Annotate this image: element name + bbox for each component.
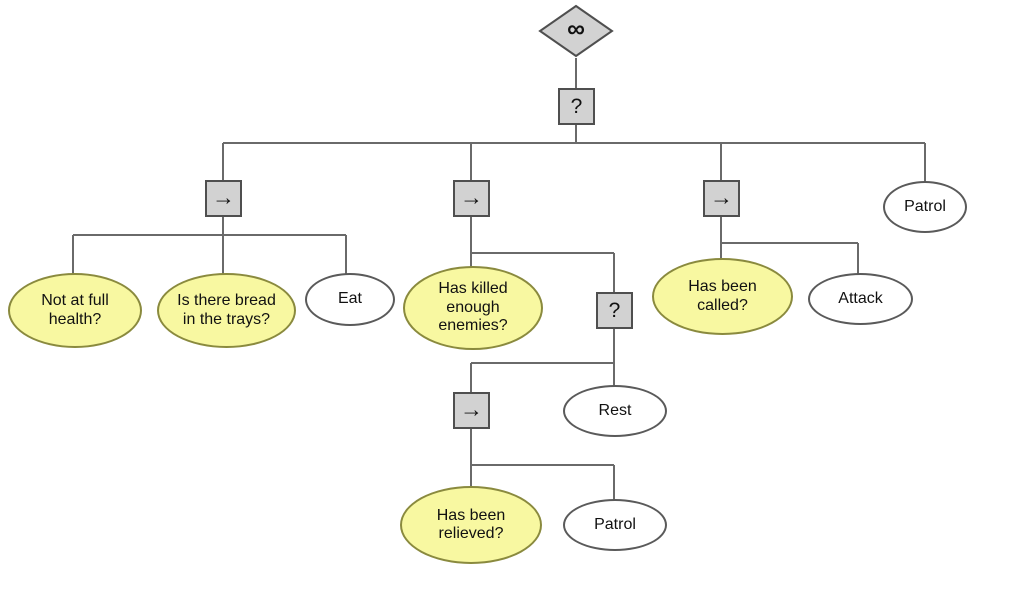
condition-not-at-full-health: Not at full health? [8,273,142,348]
selector-root-node: ? [558,88,595,125]
condition-has-been-called: Has been called? [652,258,793,335]
condition-has-been-relieved: Has been relieved? [400,486,542,564]
action-patrol-inner: Patrol [563,499,667,551]
action-patrol-right: Patrol [883,181,967,233]
condition-bread-in-trays: Is there bread in the trays? [157,273,296,348]
action-rest: Rest [563,385,667,437]
condition-killed-enough-enemies: Has killed enough enemies? [403,266,543,350]
infinity-symbol: ∞ [567,14,585,43]
diamond-shape [538,4,614,58]
sequence-guard-node: → [453,180,490,217]
sequence-eat-node: → [205,180,242,217]
selector-guard-node: ? [596,292,633,329]
action-attack: Attack [808,273,913,325]
repeat-root-node: ∞ [538,4,614,58]
action-eat: Eat [305,273,395,326]
sequence-relieved-node: → [453,392,490,429]
sequence-attack-node: → [703,180,740,217]
